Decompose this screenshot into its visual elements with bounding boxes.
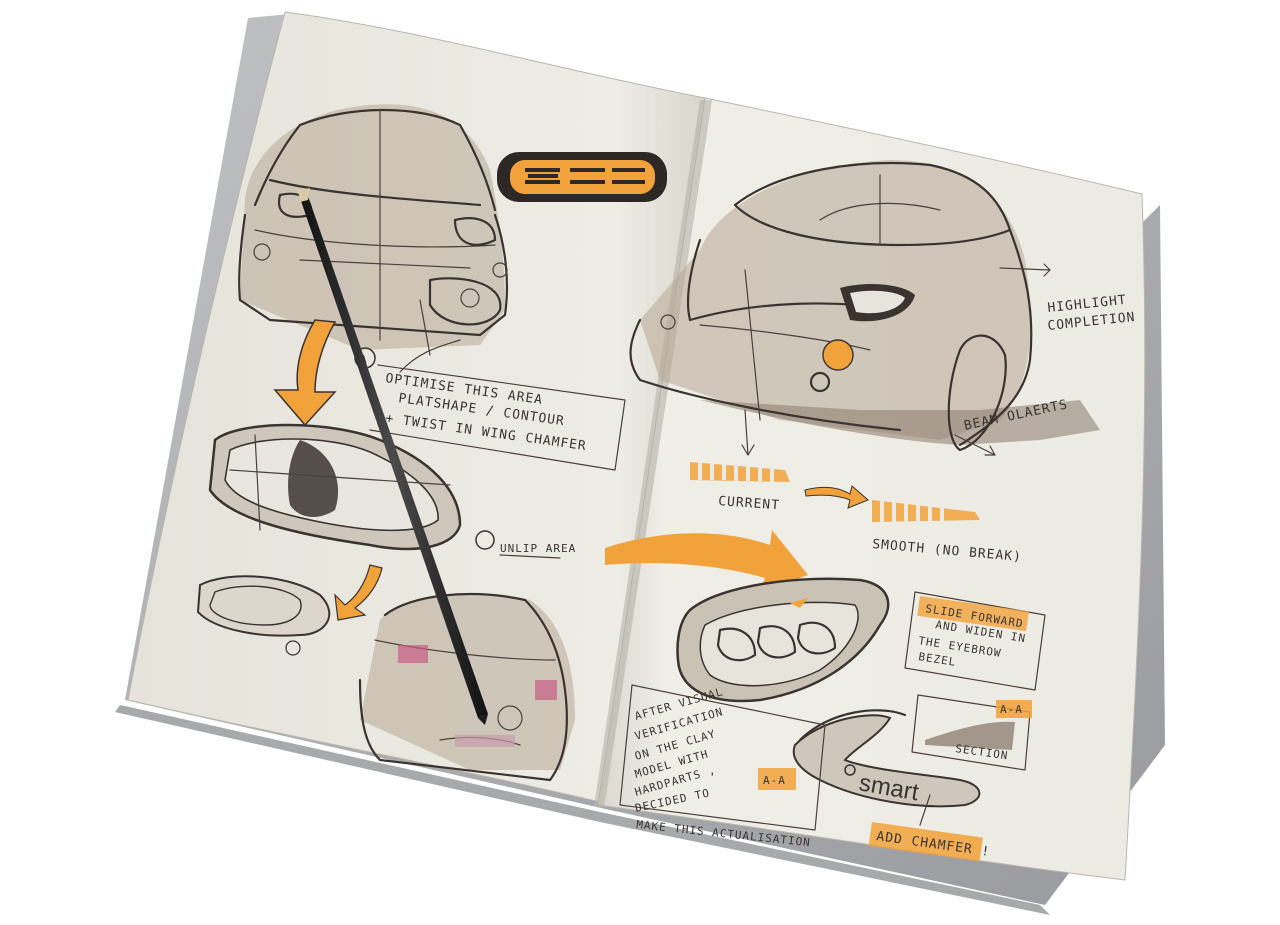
note-slide-line4: BEZEL xyxy=(918,650,958,669)
sketch-three-quarter-car xyxy=(629,160,1100,456)
note-slide: SLIDE FORWARD AND WIDEN IN THE EYEBROW B… xyxy=(904,591,1046,691)
arrow-orange-right-icon xyxy=(804,485,869,509)
label-section-aa: A-A xyxy=(1000,703,1023,716)
sketch-front-car xyxy=(238,104,509,356)
label-unlip-area: UNLIP AREA xyxy=(500,542,576,555)
sketch-headlamp-small xyxy=(196,575,331,656)
arrow-orange-big-icon xyxy=(605,530,808,592)
label-aa-box: A-A xyxy=(763,774,786,787)
marker-a-unlip: UNLIP AREA xyxy=(475,530,576,559)
sketch-section: A-A SECTION xyxy=(911,694,1032,771)
pencil-icon xyxy=(298,188,488,725)
smart-badge-icon xyxy=(497,152,667,202)
arrow-orange-small-icon xyxy=(334,564,383,621)
arrow-orange-icon xyxy=(273,319,337,427)
label-current: CURRENT xyxy=(718,494,781,513)
sketch-eyebrow-smart: smart xyxy=(792,709,981,808)
hatch-current: CURRENT xyxy=(690,462,790,513)
sketch-headlamp-detail xyxy=(676,577,890,703)
